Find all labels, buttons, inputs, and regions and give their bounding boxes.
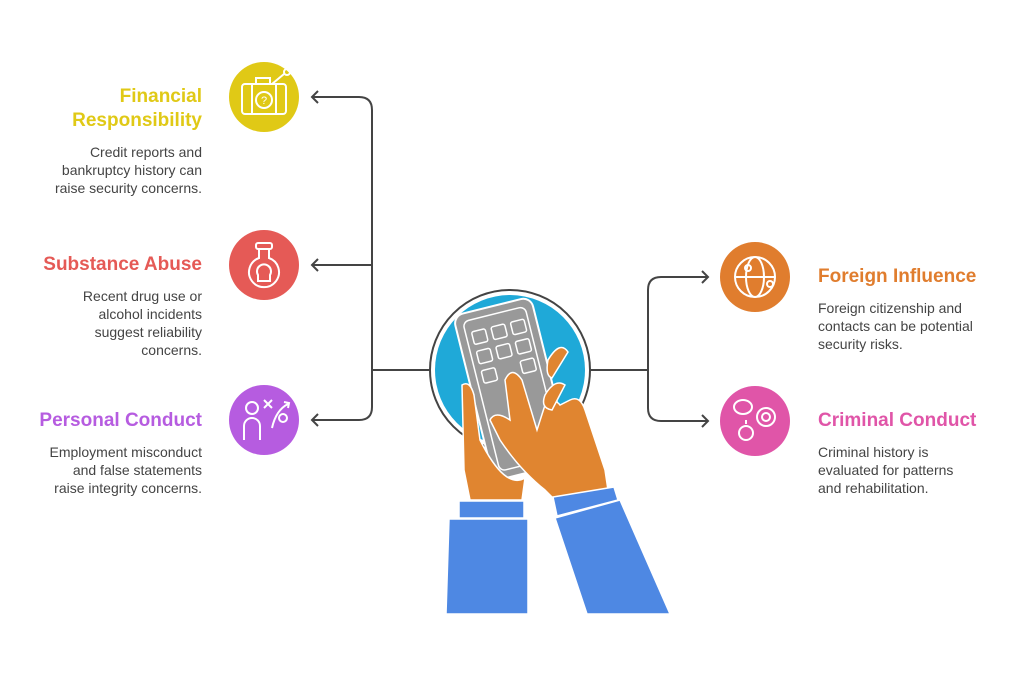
item-title: Criminal Conduct <box>818 410 977 431</box>
briefcase-question-icon: ? <box>229 62 299 132</box>
poison-flask-icon <box>229 230 299 300</box>
item-substance-abuse: Substance Abuse Recent drug use or alcoh… <box>2 253 202 359</box>
item-desc: Recent drug use or alcohol incidents sug… <box>82 288 202 358</box>
item-personal-conduct: Personal Conduct Employment misconduct a… <box>2 409 202 497</box>
item-title: Financial Responsibility <box>72 86 202 131</box>
item-desc: Criminal history is evaluated for patter… <box>818 444 954 496</box>
right-connector <box>590 276 708 422</box>
center-illustration <box>429 289 672 615</box>
item-title: Personal Conduct <box>39 410 202 431</box>
item-title: Foreign Influence <box>818 266 977 287</box>
connectors <box>310 90 710 428</box>
globe-network-icon <box>720 242 790 312</box>
person-strategy-icon <box>229 385 299 455</box>
sleeves <box>445 486 672 615</box>
left-arrowheads <box>310 90 319 427</box>
item-desc: Employment misconduct and false statemen… <box>49 444 202 496</box>
item-foreign-influence: Foreign Influence Foreign citizenship an… <box>818 265 1018 353</box>
svg-text:?: ? <box>261 95 267 107</box>
item-criminal-conduct: Criminal Conduct Criminal history is eva… <box>818 409 1018 497</box>
item-desc: Foreign citizenship and contacts can be … <box>818 300 973 352</box>
item-financial-responsibility: Financial Responsibility Credit reports … <box>2 85 202 197</box>
item-desc: Credit reports and bankruptcy history ca… <box>54 144 202 196</box>
handcuffs-icon <box>720 386 790 456</box>
item-title: Substance Abuse <box>43 254 202 275</box>
right-arrowheads <box>701 270 710 428</box>
hands <box>461 346 609 506</box>
left-connector <box>312 96 430 421</box>
